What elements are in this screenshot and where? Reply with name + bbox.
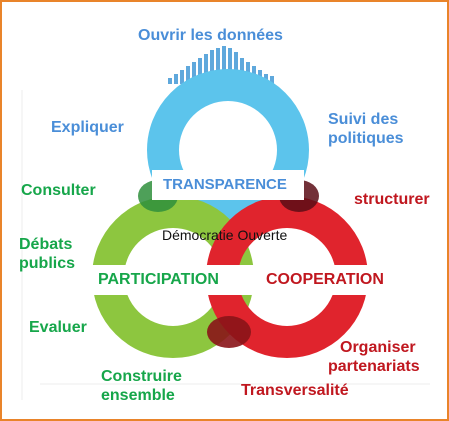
open-data-bar (186, 66, 190, 84)
overlap-green-red (207, 316, 251, 348)
transparence-label: TRANSPARENCE (163, 176, 287, 193)
organiser-label-line1: Organiser (340, 339, 416, 356)
cooperation-label-box (259, 265, 411, 295)
open-data-bar (228, 48, 232, 84)
open-data-bar (216, 48, 220, 84)
construire-label-line1: Construire (101, 368, 182, 385)
open-data-bar (192, 62, 196, 84)
open-data-bar (210, 50, 214, 84)
suivi-label-line2: politiques (328, 130, 404, 147)
expliquer-label: Expliquer (51, 119, 124, 136)
organiser-label-line2: partenariats (328, 358, 420, 375)
open-data-bar (180, 70, 184, 84)
transversalite-label: Transversalité (241, 382, 349, 399)
democratie-ouverte-title: Démocratie Ouverte (162, 227, 288, 243)
consulter-label: Consulter (21, 182, 96, 199)
participation-label: PARTICIPATION (98, 271, 219, 288)
cooperation-label: COOPERATION (266, 271, 384, 288)
open-data-bar (174, 74, 178, 84)
open-data-bar (222, 46, 226, 84)
transparence-ring (147, 69, 309, 231)
open-data-bar (234, 52, 238, 84)
transparence-label-box (152, 170, 304, 200)
evaluer-label: Evaluer (29, 319, 87, 336)
structurer-label: structurer (354, 191, 430, 208)
construire-label-line2: ensemble (101, 387, 175, 404)
open-data-bar (204, 54, 208, 84)
debats-label-line1: Débats (19, 236, 73, 253)
participation-label-box (91, 265, 259, 295)
debats-label-line2: publics (19, 255, 76, 272)
open-data-bar (270, 76, 274, 84)
ouvrir-les-donnees-label: Ouvrir les données (138, 27, 283, 44)
suivi-label-line1: Suivi des (328, 111, 399, 128)
open-data-bar (168, 78, 172, 84)
open-data-bar (198, 58, 202, 84)
